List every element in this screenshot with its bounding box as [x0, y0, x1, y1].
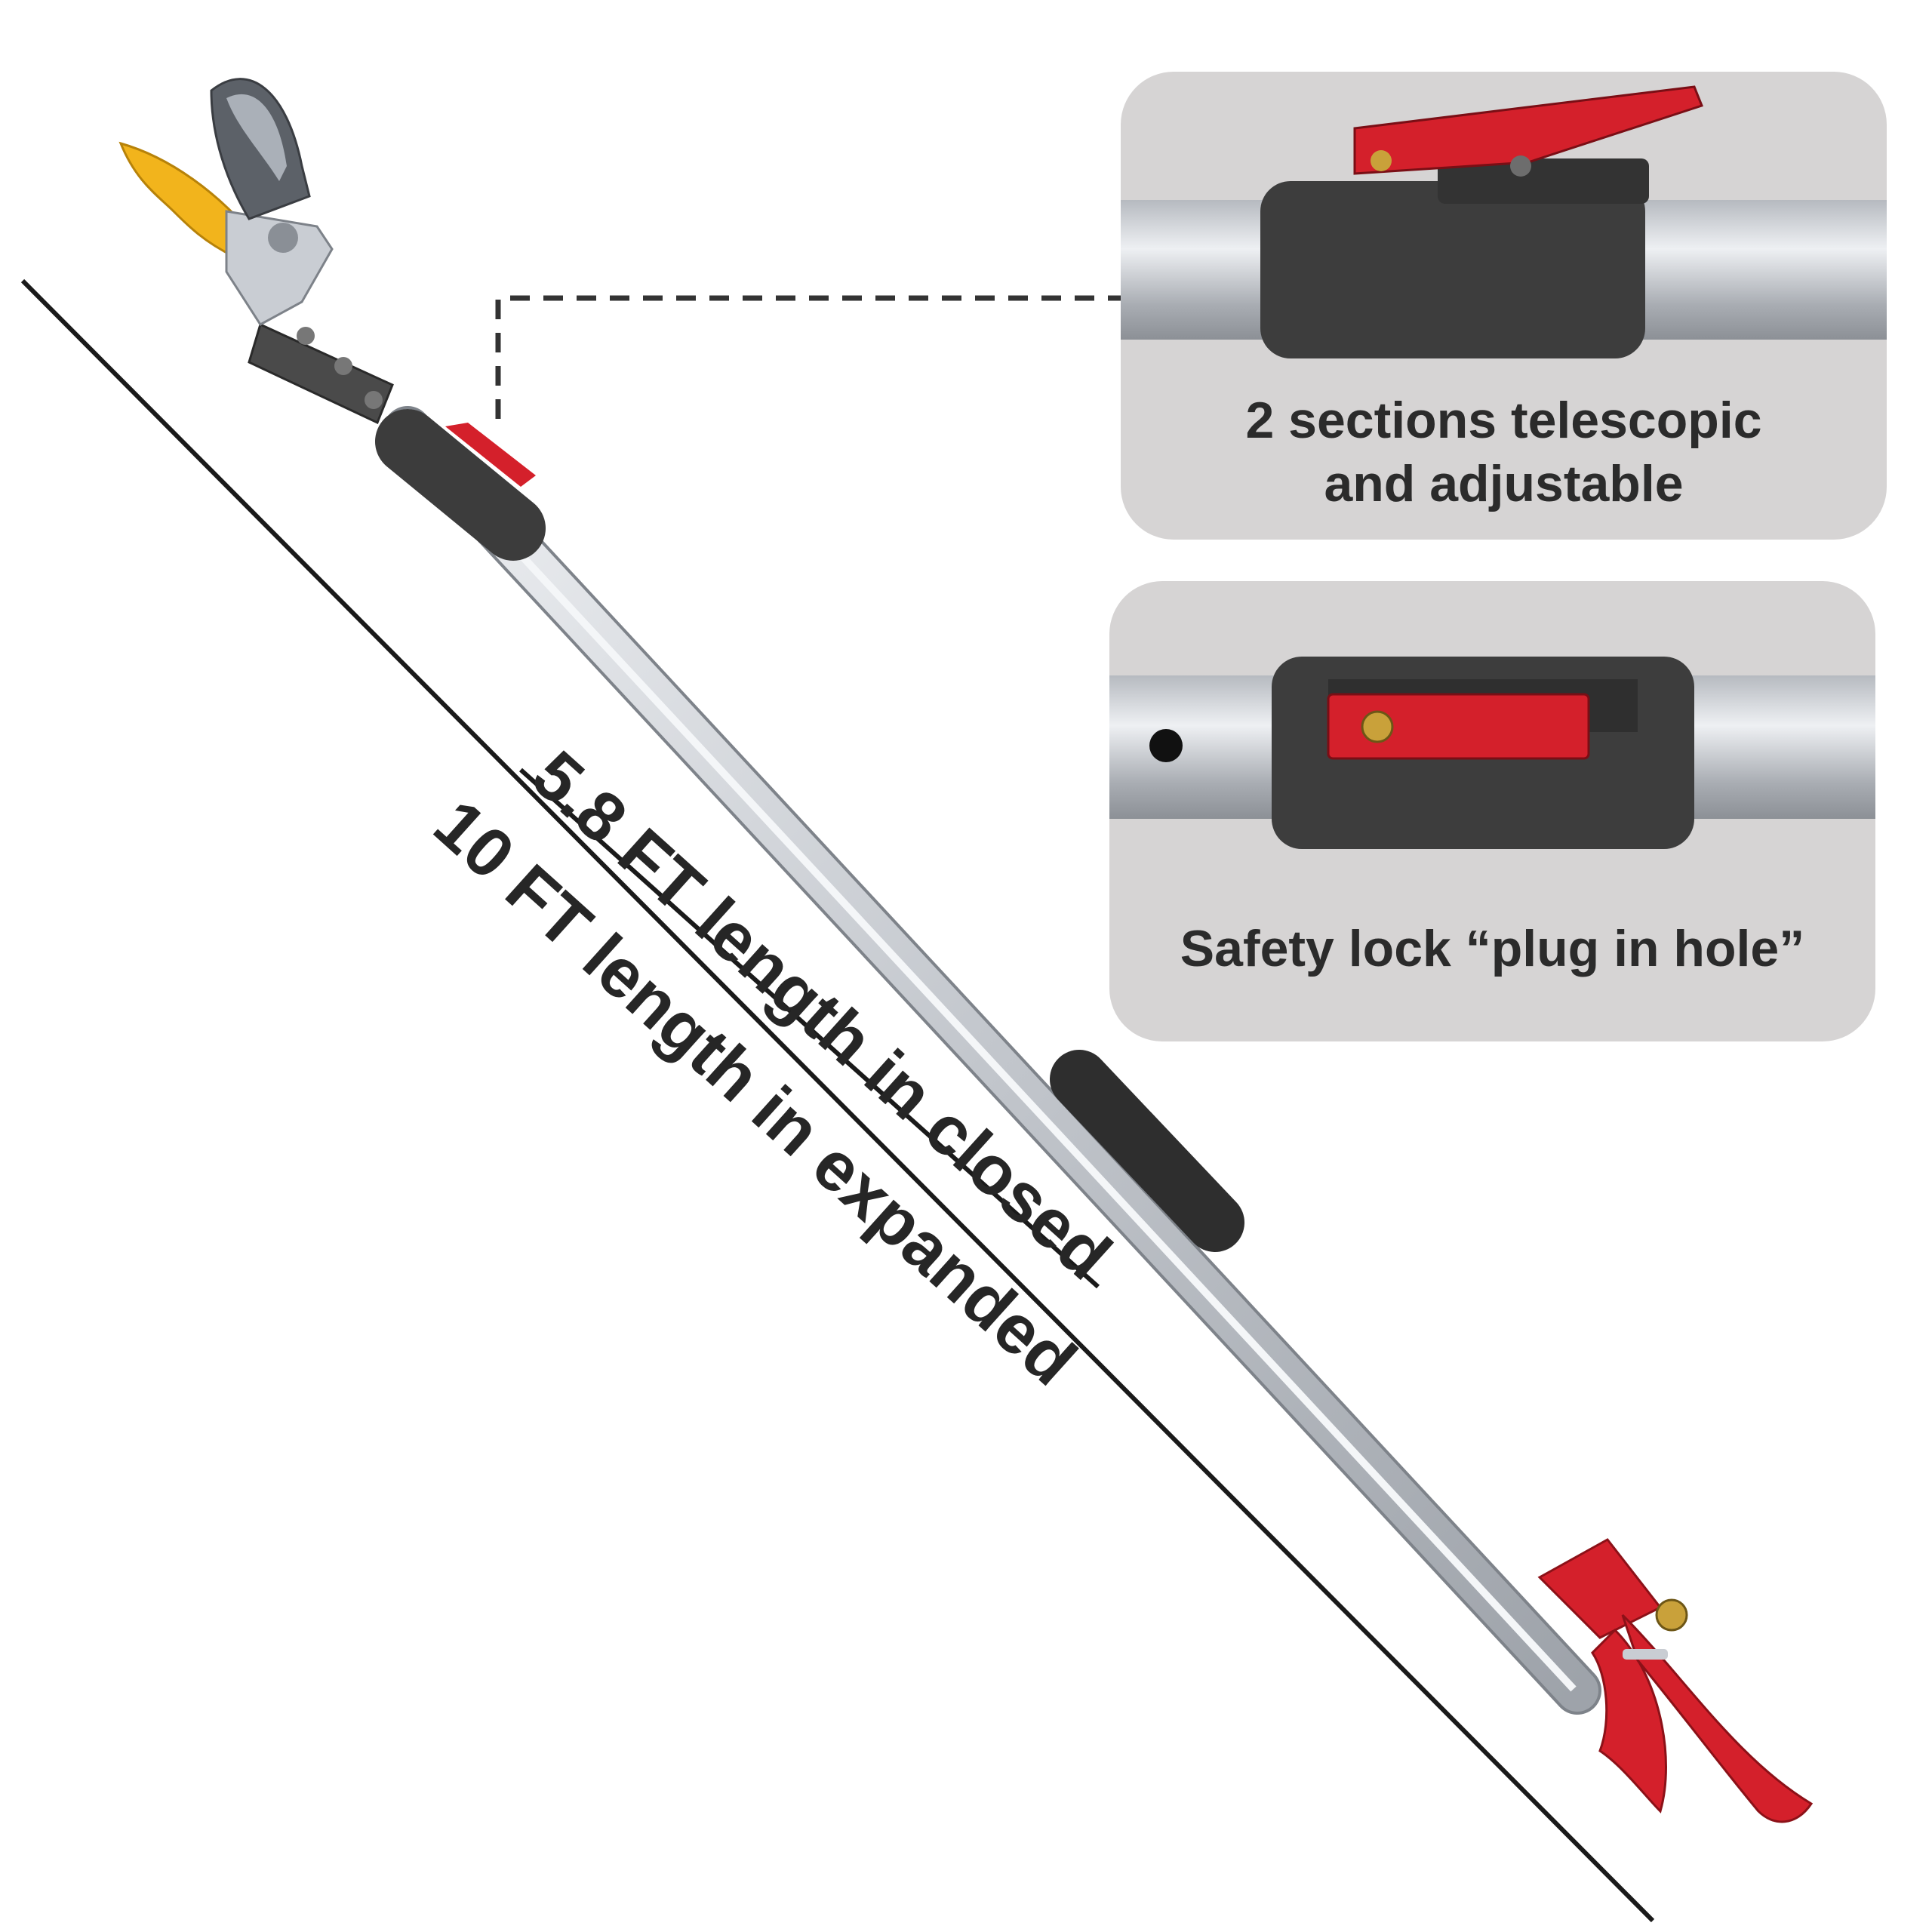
dashed-connector: [495, 295, 1124, 419]
safety-lock-caption: Safety lock “plug in hole”: [1180, 920, 1805, 977]
safety-lock-closeup-image: [1109, 657, 1875, 849]
telescopic-clamp: [375, 409, 546, 561]
telescopic-caption-line1: 2 sections telescopic: [1245, 392, 1762, 449]
telescopic-caption-line2: and adjustable: [1324, 455, 1684, 512]
safety-lock-feature-panel: Safety lock “plug in hole”: [1109, 581, 1875, 1041]
trigger-handle: [1537, 1538, 1814, 1823]
measurement-line-expanded: [20, 278, 1655, 1923]
foam-grip: [1050, 1050, 1244, 1252]
clamp-closeup-image: [1121, 85, 1887, 358]
lock-hole: [1149, 729, 1183, 762]
pruner-head: [118, 78, 394, 425]
measurement-line-closed: [518, 768, 1100, 1289]
telescopic-pole: [383, 406, 1601, 1715]
telescopic-feature-panel: 2 sections telescopic and adjustable: [1121, 72, 1887, 540]
